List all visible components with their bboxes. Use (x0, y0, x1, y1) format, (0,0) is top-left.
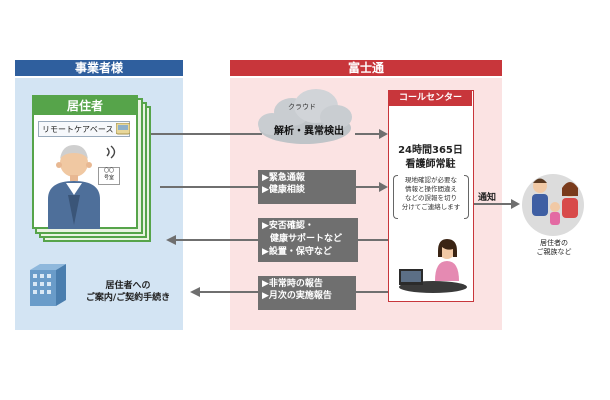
arrowhead-reports (190, 287, 200, 297)
cloud-analysis-label: 解析・異常検出 (274, 126, 344, 137)
emergency-report-label: ▶非常時の報告 (262, 279, 323, 289)
notify-label: 通知 (478, 193, 497, 203)
detail-line4: 分けてご連絡します (401, 203, 461, 211)
remote-care-base-device: リモートケアベース (38, 121, 130, 137)
arrowhead-notify (511, 199, 520, 209)
family-label: 居住者の ご親族など (524, 239, 584, 257)
call-center-nurse: 看護師常駐 (405, 159, 456, 170)
operator-line2: ご案内/ご契約手続き (85, 293, 171, 303)
call-center-box: コールセンター 24時間365日 看護師常駐 現地確認が必要な 情報と操作間違え… (388, 90, 474, 302)
support-flow-box: ▶安否確認・ 健康サポートなど ▶設置・保守など (258, 218, 358, 262)
emergency-label: ▶緊急通報 (262, 173, 305, 183)
cloud-label: クラウド (288, 103, 316, 111)
family-line1: 居住者の (540, 239, 568, 247)
cloud-shape (258, 89, 352, 144)
install-maintenance-label: ▶設置・保守など (262, 247, 332, 257)
remote-care-base-label: リモートケアベース (42, 125, 114, 134)
room-number-line1: 〇〇 (103, 168, 114, 174)
detail-bracket-right (464, 175, 469, 219)
arrowhead-center-top (379, 129, 388, 139)
room-number-tag: 〇〇 号室 (98, 167, 120, 185)
operator-line1: 居住者への (105, 281, 151, 291)
monthly-report-label: ▶月次の実施報告 (262, 291, 332, 301)
operator-at-desk-icon (399, 239, 467, 293)
fujitsu-header: 富士通 (230, 60, 502, 76)
call-center-detail: 現地確認が必要な 情報と操作間違え などの誤報を切り 分けてご連絡します (397, 176, 465, 212)
device-icon (116, 123, 130, 135)
business-header: 事業者様 (15, 60, 183, 76)
health-support-label: 健康サポートなど (270, 234, 343, 244)
signal-icon (106, 145, 116, 159)
call-center-hours: 24時間365日 (398, 145, 463, 156)
detail-bracket-left (393, 175, 398, 219)
family-icon (522, 174, 584, 236)
building-icon (30, 264, 66, 306)
emergency-flow-box: ▶緊急通報 ▶健康相談 (258, 170, 356, 204)
resident-card: 居住者 リモートケアベース 〇〇 号室 (32, 95, 138, 229)
family-line2: ご親族など (536, 248, 572, 256)
elderly-resident-icon (48, 145, 100, 229)
arrowhead-support (166, 235, 176, 245)
report-flow-box: ▶非常時の報告 ▶月次の実施報告 (258, 276, 356, 310)
room-number-line2: 号室 (103, 175, 114, 181)
resident-title: 居住者 (34, 97, 136, 115)
health-consult-label: ▶健康相談 (262, 185, 305, 195)
detail-line2: 情報と操作間違え (405, 185, 457, 193)
arrowhead-emergency (379, 182, 388, 192)
safety-check-label: ▶安否確認・ (262, 221, 314, 231)
detail-line1: 現地確認が必要な (405, 176, 457, 184)
call-center-title: コールセンター (389, 91, 472, 106)
detail-line3: などの誤報を切り (405, 194, 457, 202)
operator-guidance: 居住者への ご案内/ご契約手続き (76, 280, 180, 304)
